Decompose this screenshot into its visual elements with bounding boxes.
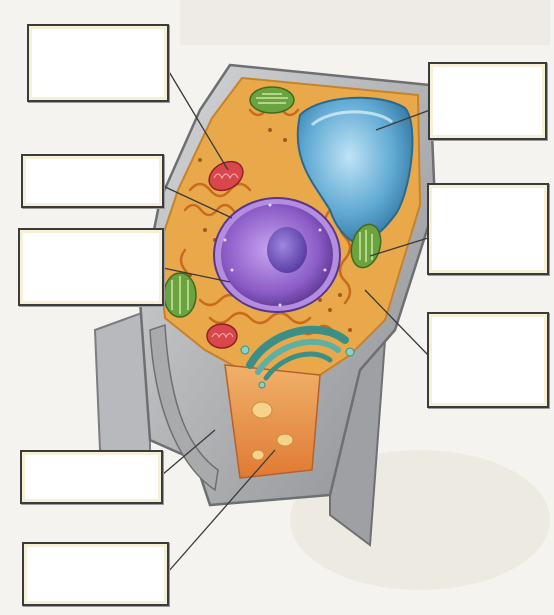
mitochondrion xyxy=(207,324,237,348)
cytoplasm-lower-region xyxy=(225,365,320,478)
chloroplast xyxy=(250,87,294,113)
vesicle xyxy=(252,402,272,418)
label-box-mid-right-lower[interactable] xyxy=(427,312,549,408)
label-box-bottom-left-lower[interactable] xyxy=(22,542,169,606)
vesicle xyxy=(252,450,264,460)
label-box-mid-left-upper[interactable] xyxy=(21,154,164,208)
chloroplast xyxy=(164,273,196,317)
background-smudge xyxy=(180,0,550,45)
label-box-mid-left-lower[interactable] xyxy=(18,228,164,306)
vesicle xyxy=(277,434,293,446)
label-box-mid-right-upper[interactable] xyxy=(427,183,549,275)
nucleolus xyxy=(267,227,307,273)
label-box-bottom-left-upper[interactable] xyxy=(20,450,163,504)
label-box-top-left[interactable] xyxy=(27,24,169,102)
label-box-top-right[interactable] xyxy=(428,62,547,140)
